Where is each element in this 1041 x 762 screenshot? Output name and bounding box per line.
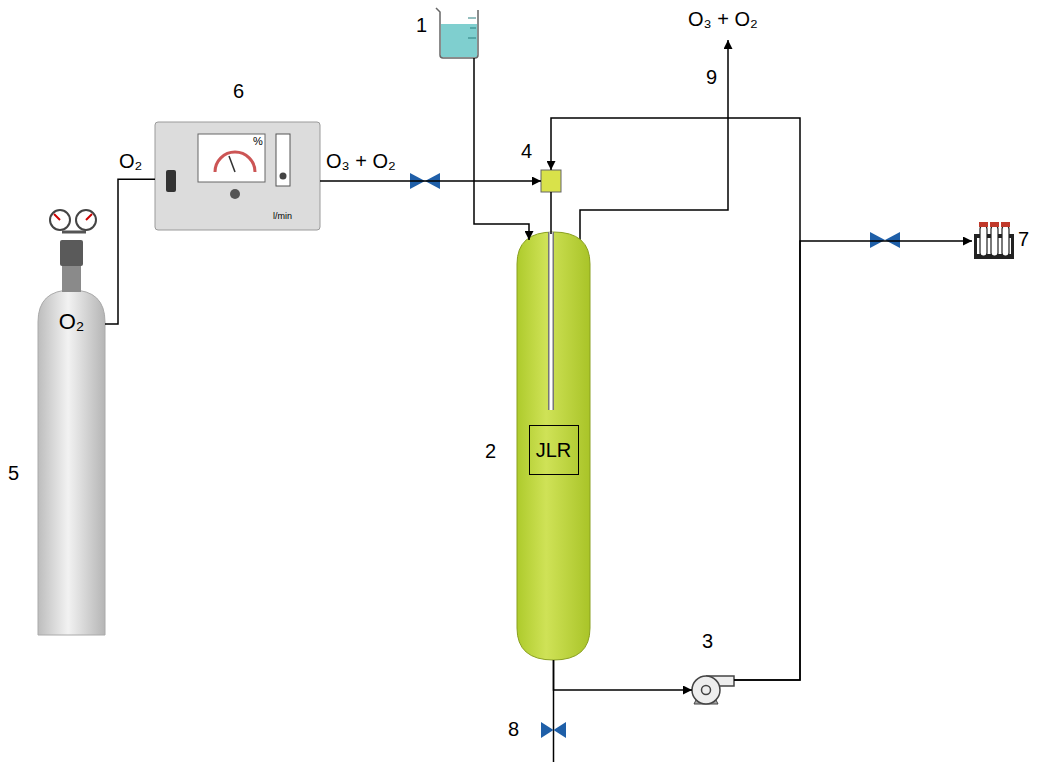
pump-node: 3 [690, 668, 734, 704]
gauge-arc [215, 152, 255, 172]
nozzle-tube-bore [550, 232, 553, 410]
gauge-needle [86, 214, 92, 220]
test-tubes [979, 222, 1010, 256]
regulator-pipe [62, 231, 86, 234]
callout-number: 9 [706, 66, 717, 88]
cylinder-neck [62, 266, 81, 292]
rack-leg [974, 234, 977, 258]
callout-number: 3 [702, 630, 713, 652]
injector-node: 4 [541, 170, 561, 192]
pump-impeller [702, 686, 711, 695]
gas-label: O₃ + O₂ [688, 8, 758, 30]
oxygen-cylinder [38, 290, 105, 635]
sample-node: 7 [972, 222, 1014, 260]
rack-leg [1011, 234, 1014, 258]
sample-valve [870, 232, 900, 248]
pressure-gauge [50, 210, 70, 230]
callout-number: 2 [485, 440, 496, 462]
gauge-needle [229, 156, 235, 172]
callout-number: 8 [508, 718, 519, 740]
test-tube [980, 226, 987, 256]
pipe-connector [320, 180, 541, 182]
callout-number: JLR [536, 439, 572, 461]
offgas-line [580, 40, 728, 240]
gas-label: O₃ + O₂ [326, 150, 396, 172]
tube-cap [990, 222, 999, 227]
pipe-connector [550, 192, 552, 234]
injector [541, 170, 561, 192]
callout-number: 7 [1018, 228, 1029, 250]
power-switch [166, 170, 176, 192]
generator-node: 6%l/min [155, 122, 320, 230]
test-tube [991, 226, 998, 256]
jlr-box: JLR [529, 425, 579, 475]
panel-text: l/min [273, 212, 292, 222]
flowmeter [276, 134, 290, 186]
drain-valve [541, 722, 566, 738]
gauge-needle [54, 214, 60, 220]
pipe-connector [554, 660, 693, 690]
callout-number: 4 [521, 140, 532, 162]
pipe-connector [551, 118, 800, 680]
pump [692, 676, 720, 704]
callout-number: 5 [8, 462, 19, 484]
panel-text: O₂ [38, 310, 105, 334]
display-panel [198, 134, 265, 182]
pressure-gauge [76, 210, 96, 230]
pipe-connector [474, 58, 529, 240]
beaker-marks [468, 18, 476, 38]
tube-cap [979, 222, 988, 227]
panel-text: % [253, 135, 263, 147]
beaker-node: 1 [440, 8, 478, 58]
test-tube [1002, 226, 1009, 256]
jet-loop-reactor [517, 232, 590, 660]
flowmeter-ball [280, 173, 287, 180]
tube-cap [1001, 222, 1010, 227]
reactor-node: JLR2 [517, 232, 590, 660]
beaker-liquid [441, 24, 477, 57]
gas-label: O₂ [119, 150, 142, 172]
ozone-generator [155, 122, 320, 230]
knob [230, 189, 240, 199]
pipe-connector [734, 241, 972, 680]
nozzle-tube [548, 232, 554, 410]
regulator [60, 240, 83, 266]
beaker [436, 8, 478, 58]
pipe-connector [105, 179, 155, 324]
cylinder-node: 5O₂ [38, 290, 105, 635]
callout-number: 6 [233, 80, 244, 102]
callout-number: 1 [416, 14, 427, 36]
